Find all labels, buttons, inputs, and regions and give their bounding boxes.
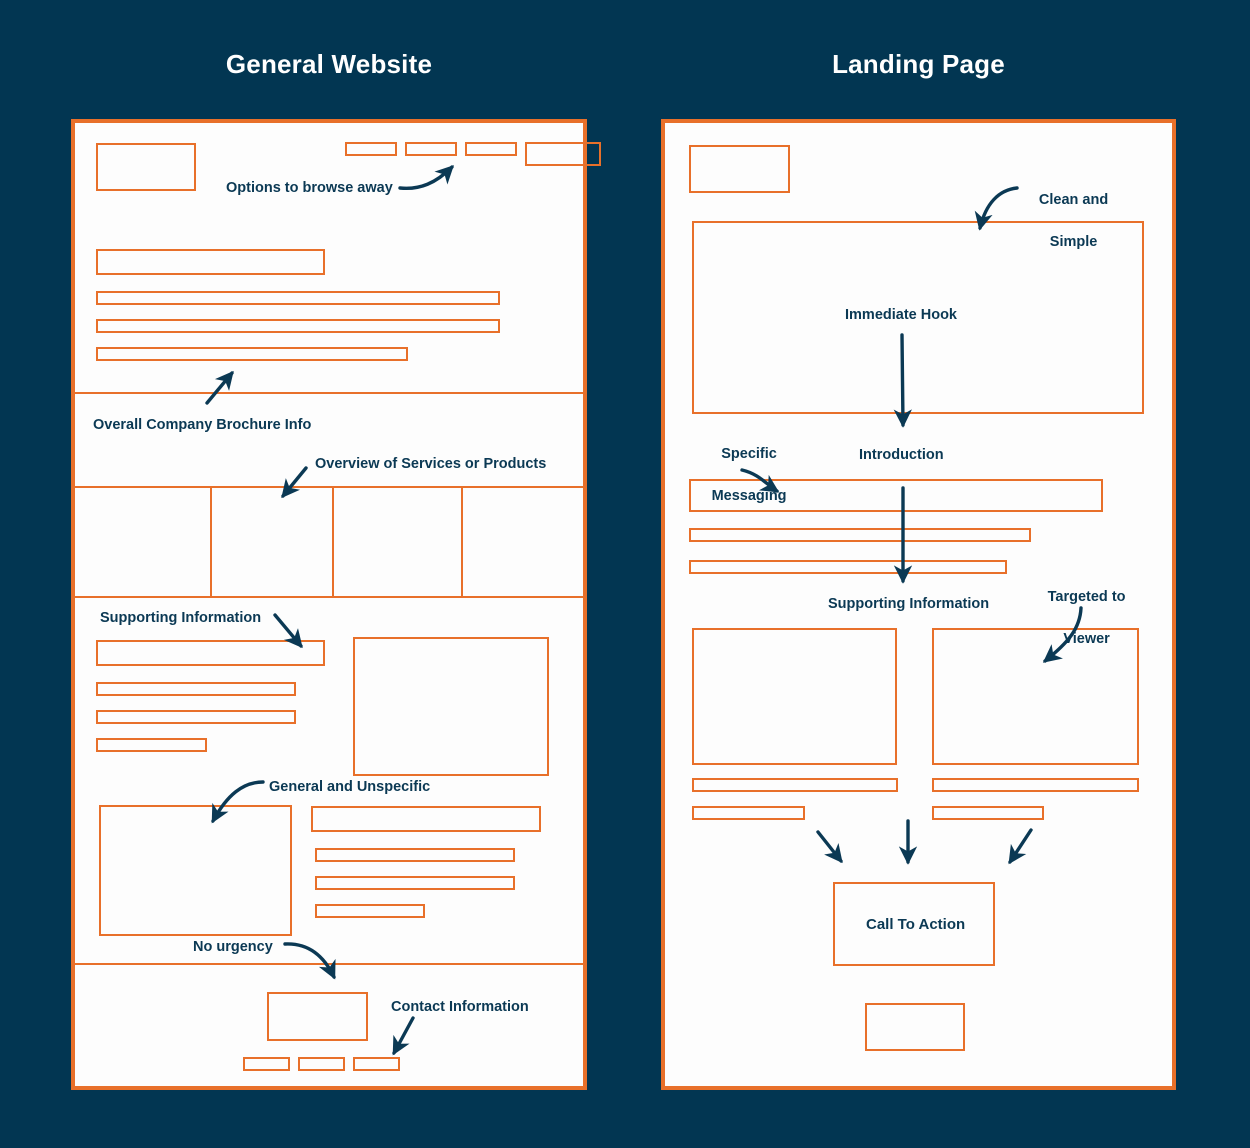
introduction-copy-line: [689, 528, 1031, 542]
supporting-copy-line: [96, 682, 296, 696]
column-title-landing-page: Landing Page: [832, 49, 1005, 79]
footer-link-block: [243, 1057, 290, 1071]
supporting-card-right-copy-line: [932, 806, 1044, 820]
hero-heading-block: [96, 249, 325, 275]
annotation-clean-and-simple-line2: Simple: [1049, 234, 1098, 251]
annotation-immediate-hook: Immediate Hook: [845, 307, 957, 323]
supporting-copy-line: [96, 738, 207, 752]
annotation-general-and-unspecific: General and Unspecific: [269, 779, 431, 795]
annotation-supporting-information-right: Supporting Information: [828, 596, 990, 612]
services-grid-column-divider: [461, 486, 463, 596]
feature-heading-block: [311, 806, 541, 832]
annotation-targeted-to-viewer: Targeted to Viewer: [1020, 566, 1137, 671]
annotation-specific-messaging-line2: Messaging: [711, 488, 787, 505]
footer-link-block: [298, 1057, 345, 1071]
supporting-heading-block: [96, 640, 325, 666]
column-title-general-website: General Website: [225, 49, 433, 79]
annotation-targeted-to-viewer-line2: Viewer: [1063, 631, 1110, 648]
supporting-card-left-copy-line: [692, 806, 805, 820]
footer-contact-block: [267, 992, 368, 1041]
call-to-action-box[interactable]: [833, 882, 995, 966]
section-divider: [74, 392, 584, 394]
annotation-introduction: Introduction: [859, 447, 944, 463]
feature-copy-line: [315, 848, 515, 862]
footer-link-block: [353, 1057, 400, 1071]
annotation-clean-and-simple: Clean and Simple: [1008, 169, 1123, 274]
logo-placeholder-block: [689, 145, 790, 193]
logo-placeholder-block: [96, 143, 196, 191]
hero-copy-line: [96, 291, 500, 305]
annotation-no-urgency: No urgency: [193, 939, 273, 955]
annotation-specific-messaging-line1: Specific: [721, 446, 777, 463]
annotation-overview-of-services-or-products: Overview of Services or Products: [315, 456, 547, 472]
nav-item-block: [345, 142, 397, 156]
supporting-card-right-copy-line: [932, 778, 1139, 792]
annotation-contact-information: Contact Information: [391, 999, 529, 1015]
hero-copy-line: [96, 347, 408, 361]
footer-block: [865, 1003, 965, 1051]
feature-copy-line: [315, 904, 425, 918]
annotation-specific-messaging: Specific Messaging: [683, 423, 799, 528]
supporting-copy-line: [96, 710, 296, 724]
feature-image-placeholder: [99, 805, 292, 936]
services-grid-column-divider: [332, 486, 334, 596]
supporting-card-left-copy-line: [692, 778, 898, 792]
introduction-heading-block: [689, 479, 1103, 512]
annotation-options-to-browse-away: Options to browse away: [226, 180, 393, 196]
supporting-card-left: [692, 628, 897, 765]
call-to-action-label: Call To Action: [866, 916, 966, 933]
nav-item-block: [405, 142, 457, 156]
annotation-supporting-information-left: Supporting Information: [100, 610, 262, 626]
annotation-targeted-to-viewer-line1: Targeted to: [1047, 589, 1126, 606]
section-divider: [74, 486, 584, 488]
feature-copy-line: [315, 876, 515, 890]
supporting-image-placeholder: [353, 637, 549, 776]
landing-page-wireframe: [661, 119, 1176, 1090]
annotation-clean-and-simple-line1: Clean and: [1038, 192, 1109, 209]
introduction-copy-line: [689, 560, 1007, 574]
section-divider: [74, 963, 584, 965]
general-website-wireframe: [71, 119, 601, 1090]
services-grid-column-divider: [210, 486, 212, 596]
hero-hook-block: [692, 221, 1144, 414]
hero-copy-line: [96, 319, 500, 333]
nav-item-block: [465, 142, 517, 156]
nav-cta-block: [525, 142, 601, 166]
supporting-card-right: [932, 628, 1139, 765]
annotation-overall-company-brochure-info: Overall Company Brochure Info: [93, 417, 312, 433]
section-divider: [74, 596, 584, 598]
